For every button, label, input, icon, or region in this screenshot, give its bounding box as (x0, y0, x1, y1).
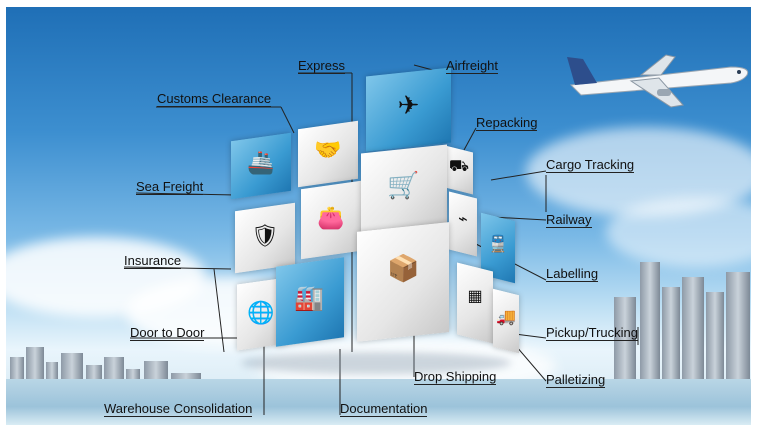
label-sea-freight: Sea Freight (136, 179, 204, 195)
hero-banner: 🚢 🤝 ✈ ⛟ 🛡 👛 🛒 ⌁ 🚆 🌐 🏭 📦 ▦ 🚚 Express Airf… (6, 7, 751, 425)
label-repacking: Repacking (476, 115, 538, 131)
label-documentation: Documentation (340, 401, 428, 417)
label-customs-clearance: Customs Clearance (157, 91, 272, 107)
wallet-icon: 👛 (317, 205, 345, 230)
water (6, 379, 751, 425)
label-railway: Railway (546, 212, 592, 228)
label-pickup-trucking: Pickup/Trucking (546, 325, 638, 341)
airplane-icon: ✈ (397, 90, 420, 120)
label-door-to-door: Door to Door (130, 325, 205, 341)
label-insurance: Insurance (124, 253, 182, 269)
warehouse-icon: 🏭 (294, 285, 324, 312)
train-icon: 🚆 (488, 236, 508, 253)
label-drop-shipping: Drop Shipping (414, 369, 497, 385)
label-labelling: Labelling (546, 266, 599, 282)
airplane-illustration (567, 54, 749, 108)
cube-shadow (241, 352, 511, 374)
label-palletizing: Palletizing (546, 372, 606, 388)
label-cargo-tracking: Cargo Tracking (546, 157, 635, 173)
right-skyline (606, 252, 751, 387)
services-cube: 🚢 🤝 ✈ ⛟ 🛡 👛 🛒 ⌁ 🚆 🌐 🏭 📦 ▦ 🚚 (221, 67, 526, 387)
ship-icon: 🚢 (247, 150, 275, 175)
handshake-icon: 🤝 (314, 137, 342, 162)
label-airfreight: Airfreight (446, 58, 499, 74)
cloud (606, 197, 751, 267)
globe-pin-icon: 🌐 (247, 300, 275, 325)
boxes-icon: ▦ (467, 288, 483, 305)
truck-icon: 🚚 (496, 309, 516, 326)
trolley-icon: 🛒 (387, 170, 420, 200)
scanner-icon: ⌁ (458, 211, 468, 228)
label-warehouse-consolidation: Warehouse Consolidation (104, 401, 253, 417)
forklift-icon: ⛟ (448, 158, 470, 175)
shield-icon: 🛡 (251, 223, 279, 248)
package-icon: 📦 (387, 253, 420, 283)
label-express: Express (298, 58, 345, 74)
